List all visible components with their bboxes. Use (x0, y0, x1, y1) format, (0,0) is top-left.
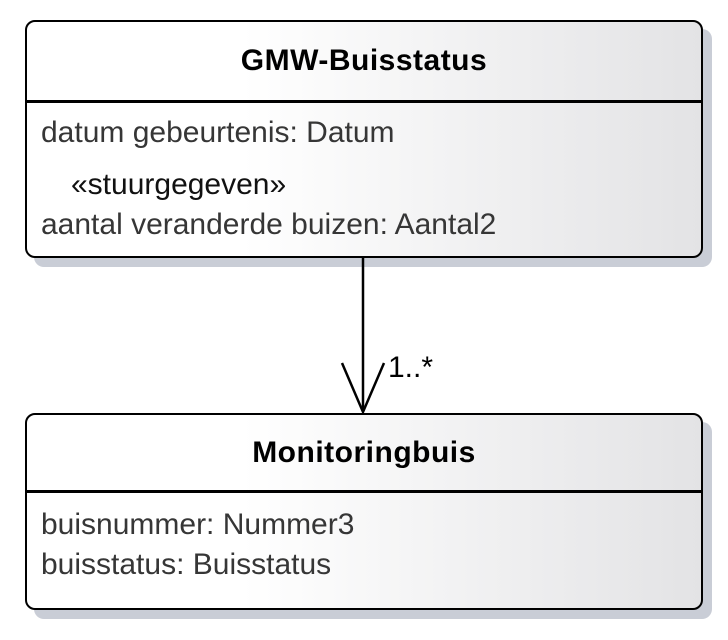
attribute-line: aantal veranderde buizen: Aantal2 (41, 208, 497, 241)
attribute-group-spacer (41, 153, 687, 165)
class-box-gmw-buisstatus: GMW-Buisstatus datum gebeurtenis: Datum … (25, 20, 703, 258)
association-arrow (340, 256, 386, 416)
attributes-compartment-gmw-buisstatus: datum gebeurtenis: Datum «stuurgegeven» … (27, 103, 701, 245)
attribute-line: buisnummer: Nummer3 (41, 508, 355, 541)
class-name-label: Monitoringbuis (252, 435, 476, 469)
attribute-line: datum gebeurtenis: Datum (41, 116, 395, 149)
class-title-monitoringbuis: Monitoringbuis (27, 415, 701, 493)
class-name-label: GMW-Buisstatus (240, 44, 488, 77)
multiplicity-label: 1..* (388, 351, 434, 384)
attribute-line: buisstatus: Buisstatus (41, 548, 332, 581)
class-box-monitoringbuis: Monitoringbuis buisnummer: Nummer3 buiss… (25, 413, 703, 610)
stereotype-label: «stuurgegeven» (71, 168, 287, 201)
open-arrowhead-icon (340, 362, 386, 416)
attributes-compartment-monitoringbuis: buisnummer: Nummer3 buisstatus: Buisstat… (27, 493, 701, 585)
class-title-gmw-buisstatus: GMW-Buisstatus (27, 22, 701, 103)
